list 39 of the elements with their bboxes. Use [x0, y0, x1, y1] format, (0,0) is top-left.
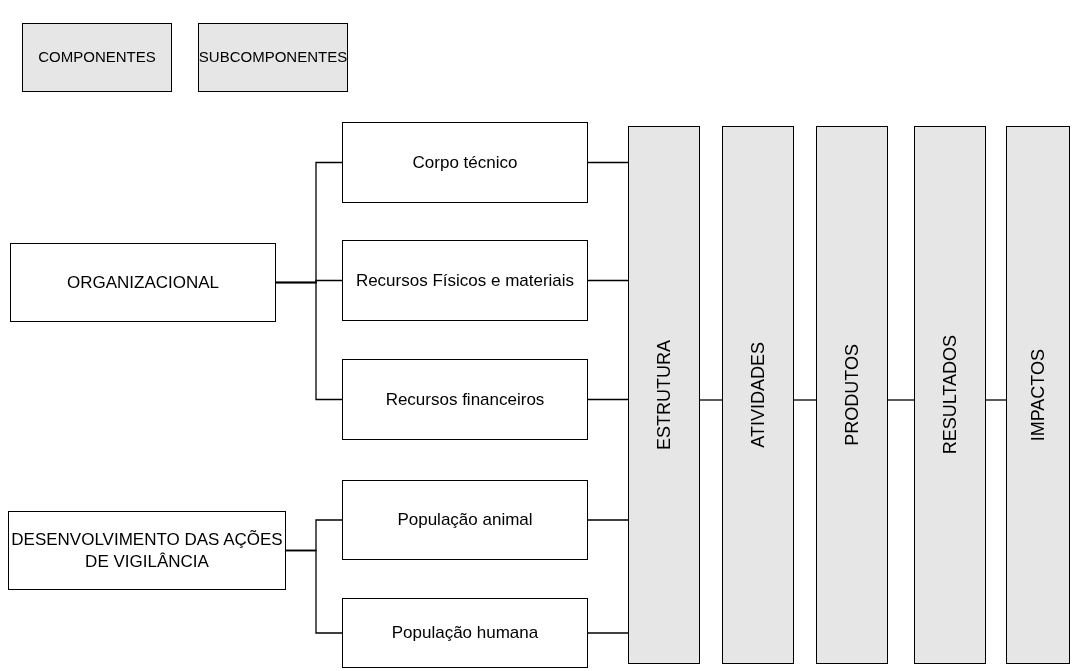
header-box: [22, 23, 172, 92]
node-label: Recursos Físicos e materiais: [355, 269, 575, 292]
header-box: [198, 23, 348, 92]
connector-line: [285, 549, 343, 634]
node-label: Recursos financeiros: [385, 388, 545, 411]
node-label: População humana: [391, 622, 539, 644]
node-label: COMPONENTES: [38, 48, 156, 67]
subcomponent-box: [342, 122, 588, 203]
connector-line: [793, 399, 817, 401]
connector-line: [985, 399, 1007, 401]
node-label: DESENVOLVIMENTO DAS AÇÕES DE VIGILÂNCIA: [11, 529, 283, 572]
subcomponent-box: [342, 359, 588, 440]
stage-bar: [722, 126, 794, 664]
node-label: ESTRUTURA: [652, 340, 675, 450]
connector-line: [587, 279, 629, 282]
component-box: [8, 511, 286, 590]
component-box: [10, 243, 276, 322]
subcomponent-box: [342, 240, 588, 321]
stage-bar: [816, 126, 888, 664]
connector-line: [587, 632, 629, 634]
node-label: ATIVIDADES: [746, 342, 769, 448]
connector-line: [699, 399, 723, 401]
stage-bar: [914, 126, 986, 664]
node-label: SUBCOMPONENTES: [198, 48, 348, 67]
node-label: IMPACTOS: [1026, 348, 1049, 442]
node-label: RESULTADOS: [938, 335, 961, 455]
subcomponent-box: [342, 480, 588, 560]
stage-bar: [628, 126, 700, 664]
connector-line: [587, 398, 629, 401]
subcomponent-box: [342, 598, 588, 668]
connector-line: [275, 281, 343, 401]
connector-line: [887, 399, 915, 401]
node-label: PRODUTOS: [840, 344, 863, 446]
connector-line: [587, 161, 629, 164]
node-label: ORGANIZACIONAL: [66, 271, 220, 294]
stage-bar: [1006, 126, 1070, 664]
node-label: População animal: [397, 509, 533, 531]
connector-line: [587, 519, 629, 521]
node-label: Corpo técnico: [412, 151, 518, 174]
